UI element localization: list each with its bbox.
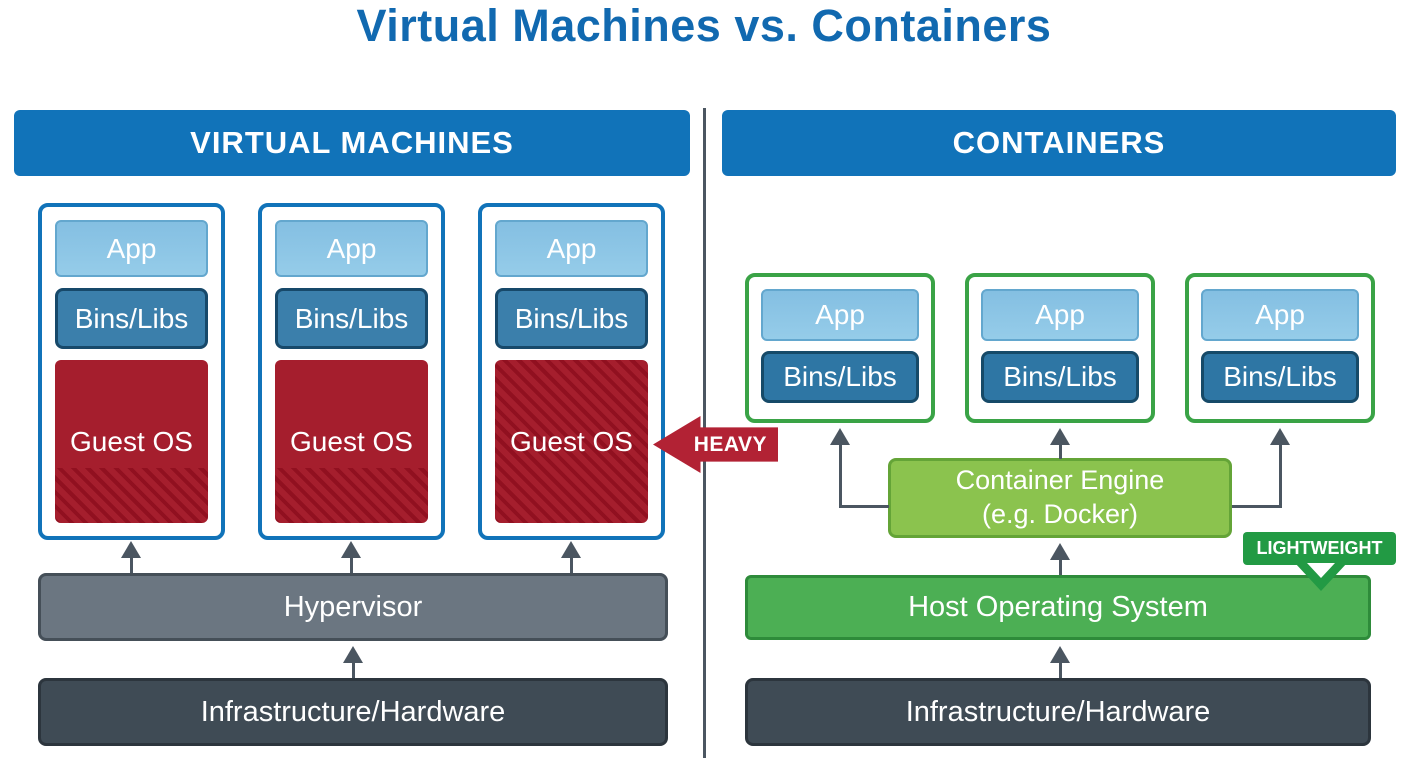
- heavy-badge: HEAVY: [653, 416, 778, 473]
- bins-libs-box: Bins/Libs: [55, 288, 208, 349]
- app-label: App: [1035, 299, 1085, 330]
- containers-section-header-label: CONTAINERS: [952, 125, 1166, 160]
- connector-line: [1279, 444, 1282, 508]
- infrastructure-label: Infrastructure/Hardware: [905, 695, 1211, 728]
- container-stack: App Bins/Libs: [1185, 273, 1375, 423]
- connector-line: [1059, 559, 1062, 575]
- connector-line: [839, 444, 842, 508]
- bins-libs-box: Bins/Libs: [761, 351, 919, 403]
- lightweight-badge-label: LIGHTWEIGHT: [1256, 538, 1383, 558]
- hypervisor-bar: Hypervisor: [38, 573, 668, 641]
- connector-line: [1059, 444, 1062, 459]
- guest-os-box: Guest OS: [495, 360, 648, 523]
- app-box: App: [981, 289, 1139, 341]
- app-label: App: [546, 232, 597, 264]
- bins-libs-label: Bins/Libs: [1003, 361, 1117, 392]
- guest-os-box: Guest OS: [275, 360, 428, 523]
- container-stack: App Bins/Libs: [745, 273, 935, 423]
- app-box: App: [1201, 289, 1359, 341]
- lightweight-pointer-inner: [1307, 563, 1335, 578]
- hypervisor-label: Hypervisor: [283, 590, 423, 623]
- vm-stack: App Bins/Libs Guest OS: [478, 203, 665, 540]
- connector-line: [570, 557, 573, 573]
- guest-os-box: Guest OS: [55, 360, 208, 523]
- arrow-up-icon: [1270, 428, 1290, 445]
- infrastructure-bar-right: Infrastructure/Hardware: [745, 678, 1371, 746]
- bins-libs-label: Bins/Libs: [294, 302, 409, 334]
- arrow-up-icon: [1050, 646, 1070, 663]
- app-box: App: [275, 220, 428, 277]
- vm-section-header: VIRTUAL MACHINES: [14, 110, 690, 176]
- infrastructure-label: Infrastructure/Hardware: [200, 695, 506, 728]
- bins-libs-box: Bins/Libs: [495, 288, 648, 349]
- connector-line: [352, 662, 355, 678]
- bins-libs-label: Bins/Libs: [514, 302, 629, 334]
- bins-libs-label: Bins/Libs: [783, 361, 897, 392]
- connector-line: [350, 557, 353, 573]
- connector-line: [839, 505, 889, 508]
- connector-line: [130, 557, 133, 573]
- bins-libs-box: Bins/Libs: [1201, 351, 1359, 403]
- guest-os-label: Guest OS: [70, 425, 193, 457]
- containers-section-header: CONTAINERS: [722, 110, 1396, 176]
- guest-os-label: Guest OS: [510, 425, 633, 457]
- app-label: App: [106, 232, 157, 264]
- connector-line: [1232, 505, 1282, 508]
- arrow-up-icon: [1050, 543, 1070, 560]
- bins-libs-label: Bins/Libs: [1223, 361, 1337, 392]
- infrastructure-bar-left: Infrastructure/Hardware: [38, 678, 668, 746]
- app-box: App: [495, 220, 648, 277]
- container-engine-label: Container Engine: [955, 465, 1165, 496]
- arrow-up-icon: [830, 428, 850, 445]
- host-os-label: Host Operating System: [908, 591, 1208, 623]
- bins-libs-box: Bins/Libs: [275, 288, 428, 349]
- container-engine-box: Container Engine (e.g. Docker): [888, 458, 1232, 538]
- arrow-up-icon: [343, 646, 363, 663]
- hatch-pattern: [275, 467, 428, 523]
- hatch-pattern: [495, 360, 648, 523]
- arrow-up-icon: [561, 541, 581, 558]
- app-box: App: [761, 289, 919, 341]
- arrow-up-icon: [121, 541, 141, 558]
- app-label: App: [815, 299, 865, 330]
- heavy-badge-label: HEAVY: [693, 432, 767, 456]
- app-label: App: [1255, 299, 1305, 330]
- container-engine-sublabel: (e.g. Docker): [981, 499, 1139, 529]
- page-title: Virtual Machines vs. Containers: [356, 0, 1052, 51]
- guest-os-label: Guest OS: [290, 425, 413, 457]
- hatch-pattern: [55, 467, 208, 523]
- vm-stack: App Bins/Libs Guest OS: [38, 203, 225, 540]
- arrow-up-icon: [1050, 428, 1070, 445]
- bins-libs-box: Bins/Libs: [981, 351, 1139, 403]
- bins-libs-label: Bins/Libs: [74, 302, 189, 334]
- vm-section-header-label: VIRTUAL MACHINES: [190, 125, 514, 160]
- lightweight-badge: LIGHTWEIGHT: [1243, 532, 1396, 565]
- arrow-up-icon: [341, 541, 361, 558]
- host-os-bar: Host Operating System: [745, 575, 1371, 640]
- app-label: App: [326, 232, 377, 264]
- container-stack: App Bins/Libs: [965, 273, 1155, 423]
- connector-line: [1059, 662, 1062, 678]
- vm-stack: App Bins/Libs Guest OS: [258, 203, 445, 540]
- app-box: App: [55, 220, 208, 277]
